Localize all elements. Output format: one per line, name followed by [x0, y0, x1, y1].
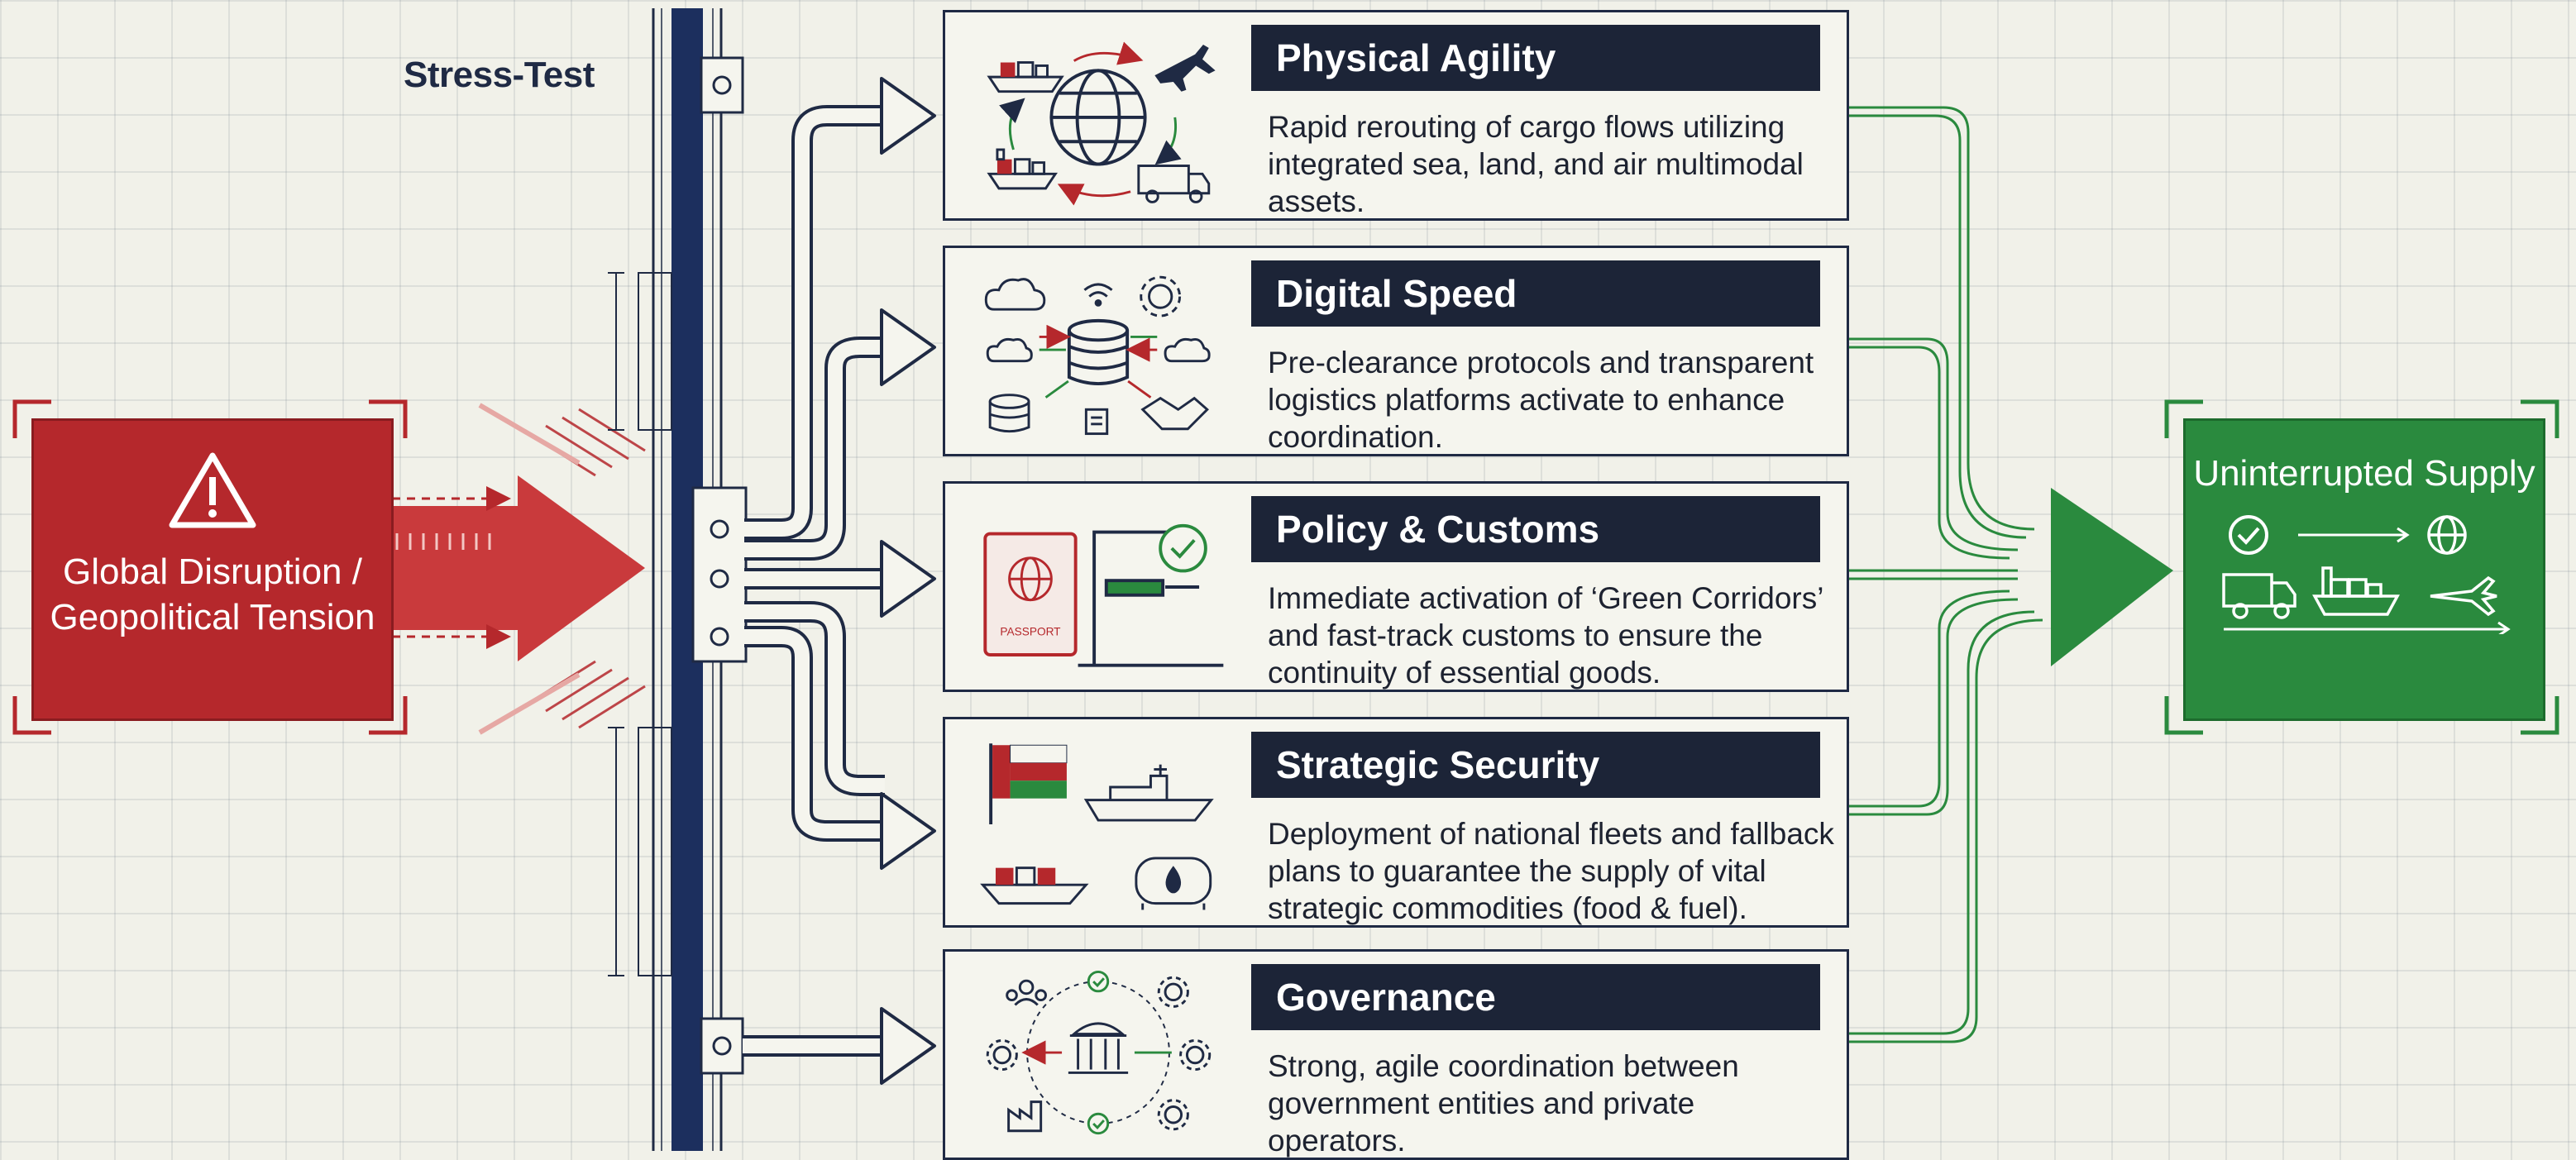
container-ship-icon — [987, 148, 1058, 190]
gear-icon — [1140, 275, 1182, 317]
convergence-lines — [1849, 106, 2043, 1043]
pillar-title: Policy & Customs — [1251, 496, 1820, 562]
fuel-tank-icon — [1135, 857, 1212, 910]
people-group-icon — [1006, 979, 1047, 1006]
flag-icon — [989, 743, 1068, 824]
outcome-box: Uninterrupted Supply — [2183, 418, 2545, 721]
convergence-arrow — [2051, 488, 2173, 666]
pillar-description: Rapid rerouting of cargo flows utilizing… — [1268, 110, 1804, 218]
bar-connectors — [691, 56, 748, 1075]
pillar-card-physical-agility: Physical Agility Rapid rerouting of carg… — [943, 10, 1849, 221]
multimodal-icons — [987, 41, 1216, 206]
outcome-label: Uninterrupted Supply — [2193, 453, 2535, 494]
outcome-icons — [2222, 515, 2511, 637]
database-icon — [1067, 318, 1130, 385]
truck-icon — [2222, 573, 2296, 619]
pillar-description: Strong, agile coordination between gover… — [1268, 1049, 1739, 1158]
customs-icons: PASSPORT — [983, 523, 1224, 667]
pillar-description: Immediate activation of ‘Green Corridors… — [1268, 581, 1823, 690]
pillar-card-digital-speed: Digital Speed Pre-clearance protocols an… — [943, 246, 1849, 456]
data-flow-arrows — [1039, 324, 1158, 399]
stress-test-label: Stress-Test — [404, 55, 595, 95]
disruption-label: Global Disruption / Geopolitical Tension — [50, 551, 375, 637]
fan-out-pipes — [743, 77, 936, 1085]
gear-icon — [986, 976, 1212, 1131]
pillar-card-governance: Governance Strong, agile coordination be… — [943, 949, 1849, 1160]
handshake-icon — [1140, 396, 1209, 431]
wifi-icon — [1083, 283, 1113, 307]
cargo-ship-icon — [980, 866, 1089, 905]
network-cloud-icon — [986, 337, 1033, 363]
disruption-arrow — [389, 403, 646, 735]
document-icon — [1084, 408, 1109, 436]
check-circle-icon — [1087, 970, 1110, 1135]
passport-text: PASSPORT — [1000, 626, 1061, 638]
pillar-description: Deployment of national fleets and fallba… — [1268, 817, 1834, 925]
customs-gate-icon — [1078, 530, 1224, 667]
security-icons — [980, 743, 1214, 910]
warning-triangle-icon — [169, 452, 256, 528]
naval-ship-icon — [1083, 764, 1214, 822]
supply-frame-brackets — [2164, 399, 2559, 735]
disruption-box: Global Disruption / Geopolitical Tension — [31, 418, 394, 721]
bottom-arrow — [2224, 621, 2511, 637]
pillar-title: Digital Speed — [1251, 260, 1820, 327]
cloud-icon — [984, 278, 1046, 311]
truck-icon — [1137, 165, 1211, 203]
pillar-title: Strategic Security — [1251, 732, 1820, 798]
airplane-icon — [1154, 45, 1216, 92]
digital-icons — [984, 275, 1211, 436]
pillar-title: Governance — [1251, 964, 1820, 1030]
globe-icon — [2427, 515, 2467, 555]
flow-arrow — [2298, 527, 2410, 543]
pillar-title: Physical Agility — [1251, 25, 1820, 91]
globe-icon — [1049, 69, 1147, 166]
server-icon — [988, 394, 1030, 433]
governance-icons — [986, 970, 1212, 1135]
cloud-sync-icon — [1164, 337, 1211, 363]
pillar-card-strategic-security: Strategic Security Deployment of nationa… — [943, 717, 1849, 928]
pillar-card-policy-customs: PASSPORT Policy & Customs Immediate acti… — [943, 481, 1849, 692]
airplane-icon — [2430, 575, 2497, 617]
check-circle-icon — [1159, 523, 1207, 573]
cargo-ship-icon — [2312, 566, 2400, 616]
check-circle-icon — [2229, 515, 2268, 555]
cargo-ship-icon — [987, 61, 1064, 93]
government-building-icon — [1068, 1022, 1129, 1074]
pillar-description: Pre-clearance protocols and transparent … — [1268, 346, 1814, 454]
rotation-arrows — [999, 41, 1182, 206]
disruption-frame-brackets — [12, 399, 408, 735]
passport-icon: PASSPORT — [983, 532, 1078, 656]
factory-icon — [1007, 1100, 1043, 1133]
